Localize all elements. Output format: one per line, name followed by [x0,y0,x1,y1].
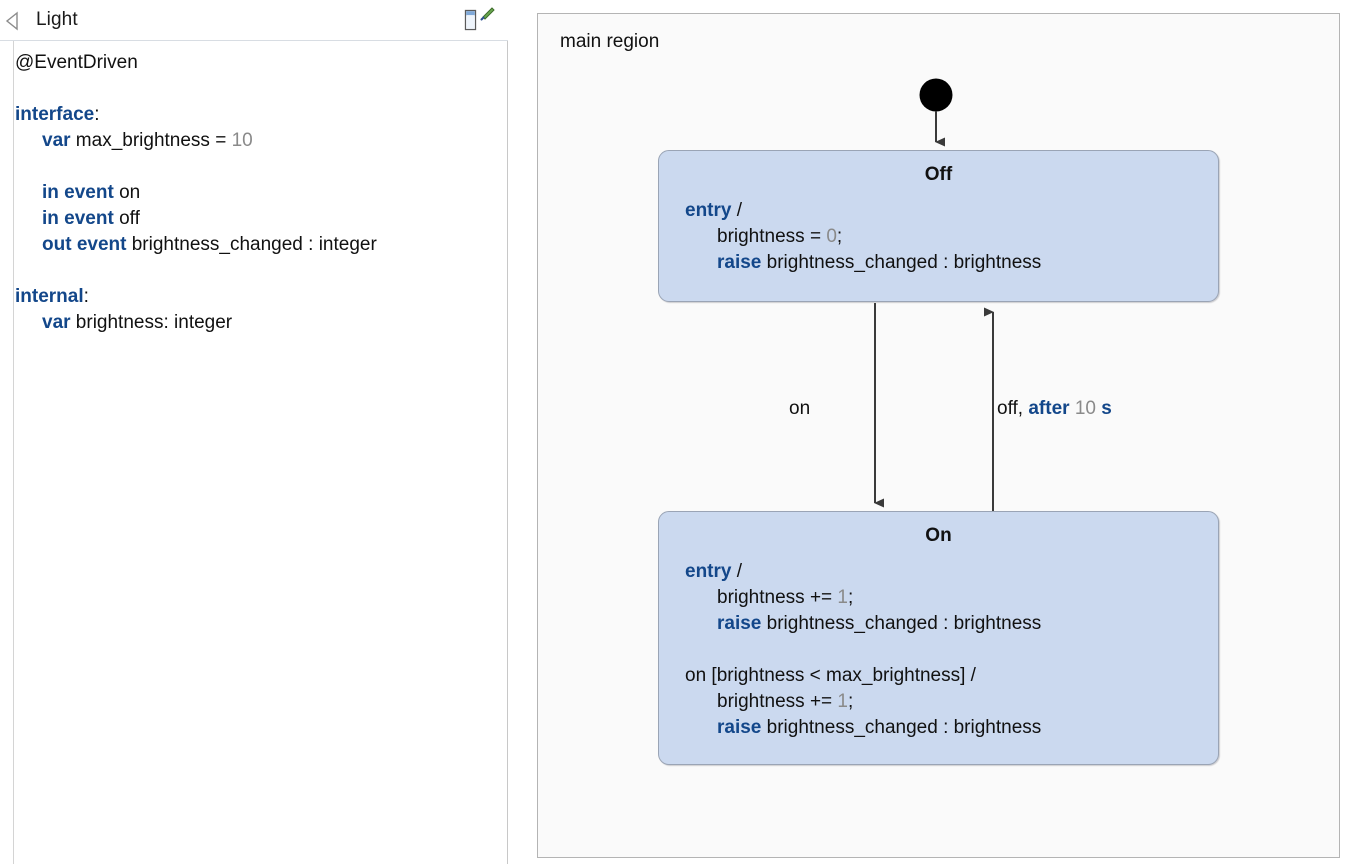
initial-state-node [919,78,953,112]
state-name-on: On [925,525,952,546]
code-line-blank [15,76,507,102]
code-token-plain: off, [997,398,1029,419]
editor-panel-outer-edge [519,0,520,864]
page-title: Light [36,9,78,30]
triangle-left-icon[interactable] [4,11,22,31]
code-token-plain: : [83,286,89,307]
code-token-num: 1 [837,587,848,608]
code-token-kw: in event [42,208,114,229]
code-token-kw: out event [42,234,127,255]
code-token-plain: on [113,182,141,203]
state-body-off: entry /brightness = 0;raise brightness_c… [685,198,1208,276]
code-token-plain: brightness_changed : integer [126,234,377,255]
code-token-plain: : [94,104,100,125]
code-token-plain: ; [848,587,854,608]
state-body-on: entry /brightness += 1;raise brightness_… [685,559,1208,741]
state-node-off[interactable]: Off entry /brightness = 0;raise brightne… [658,150,1219,302]
code-token-num: 0 [826,226,837,247]
code-token-plain: brightness_changed : brightness [761,613,1042,634]
code-token-kw: raise [717,252,762,273]
code-line: raise brightness_changed : brightness [685,250,1208,276]
code-token-plain: brightness: integer [70,312,233,333]
code-token-kw: in event [42,182,114,203]
code-token-kw: entry [685,561,732,582]
code-token-plain: / [731,200,743,221]
code-token-plain: on [brightness < max_brightness] / [685,665,976,686]
code-token-plain: brightness_changed : brightness [761,252,1042,273]
transition-label-off-to-on: on [789,398,810,420]
code-token-kw: interface [15,104,95,125]
code-token-kw: raise [717,717,762,738]
code-token-plain: brightness += [717,587,838,608]
code-token-plain: brightness_changed : brightness [761,717,1042,738]
code-token-kw: entry [685,200,732,221]
code-line: internal: [15,284,507,310]
code-line-blank [15,258,507,284]
code-line: interface: [15,102,507,128]
view-window-icon[interactable] [462,9,478,36]
state-node-on[interactable]: On entry /brightness += 1;raise brightne… [658,511,1219,765]
code-line: var max_brightness = 10 [15,128,507,154]
code-token-kw: internal [15,286,84,307]
code-token-kw: var [42,130,71,151]
region-label: main region [560,31,660,52]
code-line: var brightness: integer [15,310,507,336]
code-line-blank [685,637,1208,663]
titlebar-actions [460,6,500,36]
code-line: on [brightness < max_brightness] / [685,663,1208,689]
code-token-plain: ; [848,691,854,712]
code-line: in event on [15,180,507,206]
code-token-plain: brightness = [717,226,827,247]
code-token-plain: max_brightness = [70,130,232,151]
code-line: brightness = 0; [685,224,1208,250]
code-line: brightness += 1; [685,689,1208,715]
code-token-plain: @EventDriven [15,52,138,73]
code-token-plain: off [113,208,140,229]
code-line: in event off [15,206,507,232]
code-token-kw: after [1028,398,1070,419]
code-line: brightness += 1; [685,585,1208,611]
code-token-kw: raise [717,613,762,634]
code-line: entry / [685,198,1208,224]
code-token-num: 10 [231,130,253,151]
code-token-num: 10 [1074,398,1096,419]
code-token-kw: s [1101,398,1112,419]
code-line-blank [15,154,507,180]
code-line: out event brightness_changed : integer [15,232,507,258]
code-line: @EventDriven [15,50,507,76]
code-line: raise brightness_changed : brightness [685,715,1208,741]
editor-left-gutter [0,0,14,864]
state-name-off: Off [924,164,953,185]
code-token-plain: ; [836,226,843,247]
code-line: raise brightness_changed : brightness [685,611,1208,637]
editor-panel-divider [507,0,508,864]
code-token-num: 1 [837,691,848,712]
pin-icon[interactable] [476,6,496,31]
statechart-diagram-canvas[interactable]: main region Off entry /brightness = 0;ra… [537,13,1340,858]
code-token-plain: brightness += [717,691,838,712]
editor-titlebar: Light [0,0,508,41]
code-token-plain: on [789,398,811,419]
code-token-plain: / [731,561,743,582]
code-token-kw: var [42,312,71,333]
code-line: entry / [685,559,1208,585]
transition-label-on-to-off: off, after 10 s [997,398,1112,420]
